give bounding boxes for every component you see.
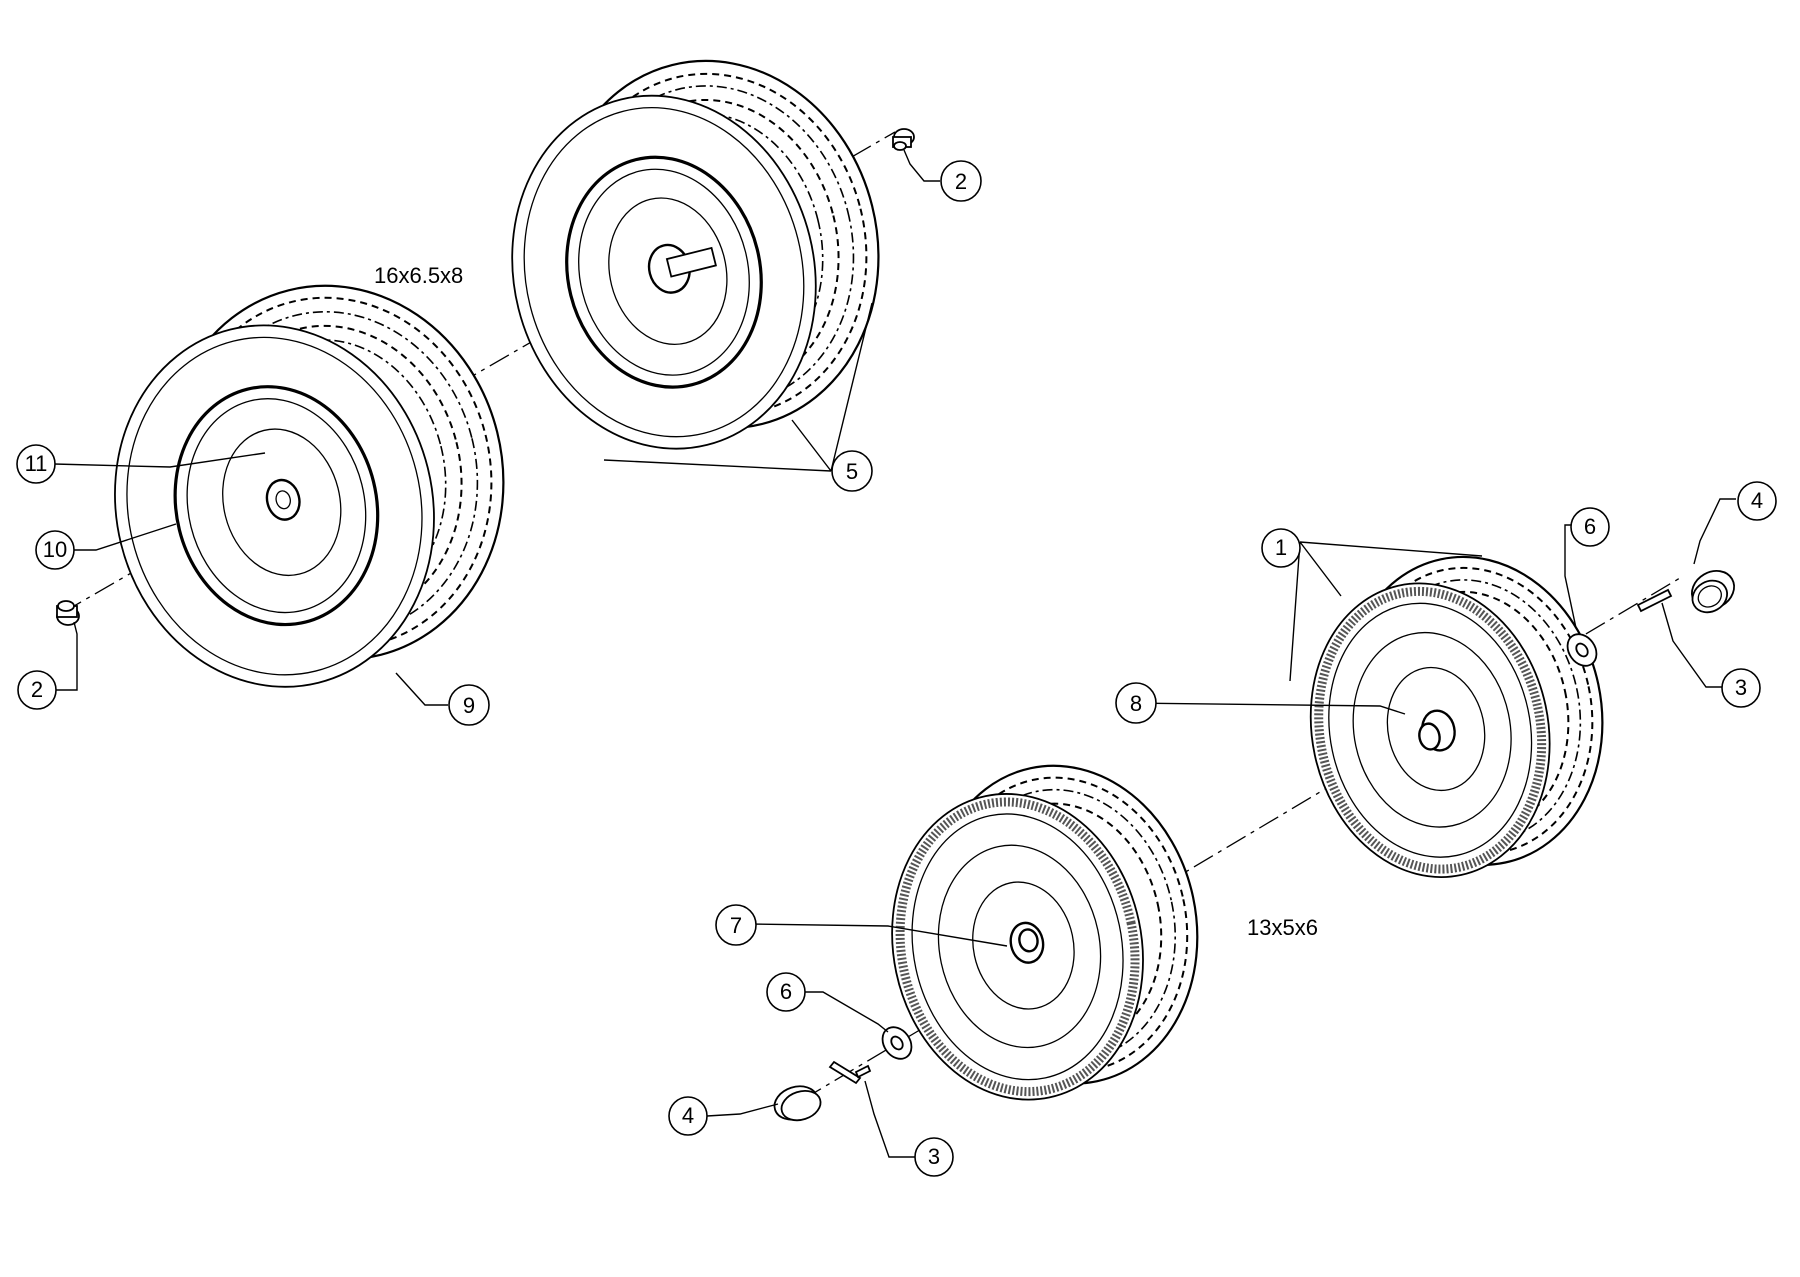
- svg-text:10: 10: [43, 537, 67, 562]
- washer-right: [1566, 633, 1598, 667]
- svg-text:6: 6: [780, 979, 792, 1004]
- svg-text:3: 3: [928, 1144, 940, 1169]
- front-tire-left: [891, 764, 1199, 1101]
- leader-6-left: [805, 991, 889, 1033]
- bolt-top: [892, 128, 915, 151]
- leader-7: [748, 923, 1008, 947]
- svg-text:6: 6: [1584, 514, 1596, 539]
- svg-text:7: 7: [730, 913, 742, 938]
- svg-text:11: 11: [25, 451, 48, 476]
- rear-tire-size-label: 16x6.5x8: [374, 263, 463, 288]
- leader-4-left: [706, 1103, 779, 1117]
- callout-6-left: 6: [766, 972, 806, 1012]
- leader-3-right: [1661, 602, 1722, 688]
- callout-9: 9: [448, 684, 490, 726]
- svg-text:8: 8: [1130, 691, 1142, 716]
- washer-left: [881, 1026, 913, 1060]
- cap-right: [1691, 570, 1735, 614]
- callout-2-bottom: 2: [17, 670, 57, 710]
- bolt-bottom: [56, 600, 80, 626]
- svg-text:1: 1: [1275, 535, 1287, 560]
- callout-10: 10: [35, 530, 75, 570]
- leader-4-right: [1693, 498, 1736, 565]
- leader-2-bottom: [41, 621, 78, 691]
- leader-1: [1289, 541, 1483, 682]
- callout-6-right: 6: [1570, 507, 1610, 547]
- callout-7: 7: [715, 904, 757, 946]
- callout-8: 8: [1115, 682, 1157, 724]
- callout-1: 1: [1261, 528, 1301, 568]
- leader-8: [1127, 702, 1406, 715]
- callout-11: 11: [16, 444, 56, 484]
- svg-text:9: 9: [463, 693, 475, 718]
- cap-left: [773, 1085, 822, 1122]
- leader-9: [395, 672, 448, 706]
- callout-3-right: 3: [1721, 668, 1761, 708]
- rear-tire-top: [511, 59, 880, 450]
- leader-5: [603, 302, 873, 472]
- front-tire-size-label: 13x5x6: [1247, 915, 1318, 940]
- svg-text:4: 4: [682, 1103, 694, 1128]
- leader-11: [53, 452, 266, 468]
- svg-text:2: 2: [955, 169, 967, 194]
- pin-right: [1636, 588, 1673, 613]
- leader-3-left: [864, 1080, 917, 1158]
- svg-text:4: 4: [1751, 488, 1763, 513]
- pin-left: [828, 1060, 872, 1085]
- callout-4-left: 4: [668, 1096, 708, 1136]
- front-tire-right: [1309, 555, 1604, 878]
- callout-2-top: 2: [940, 160, 982, 202]
- leader-2-top: [903, 149, 940, 182]
- callout-5: 5: [831, 450, 873, 492]
- svg-text:3: 3: [1735, 675, 1747, 700]
- svg-text:5: 5: [846, 459, 858, 484]
- callout-3-left: 3: [914, 1137, 954, 1177]
- leader-10: [74, 523, 177, 551]
- rear-tire-left: [114, 284, 505, 688]
- callout-4-right: 4: [1737, 481, 1777, 521]
- svg-text:2: 2: [31, 677, 43, 702]
